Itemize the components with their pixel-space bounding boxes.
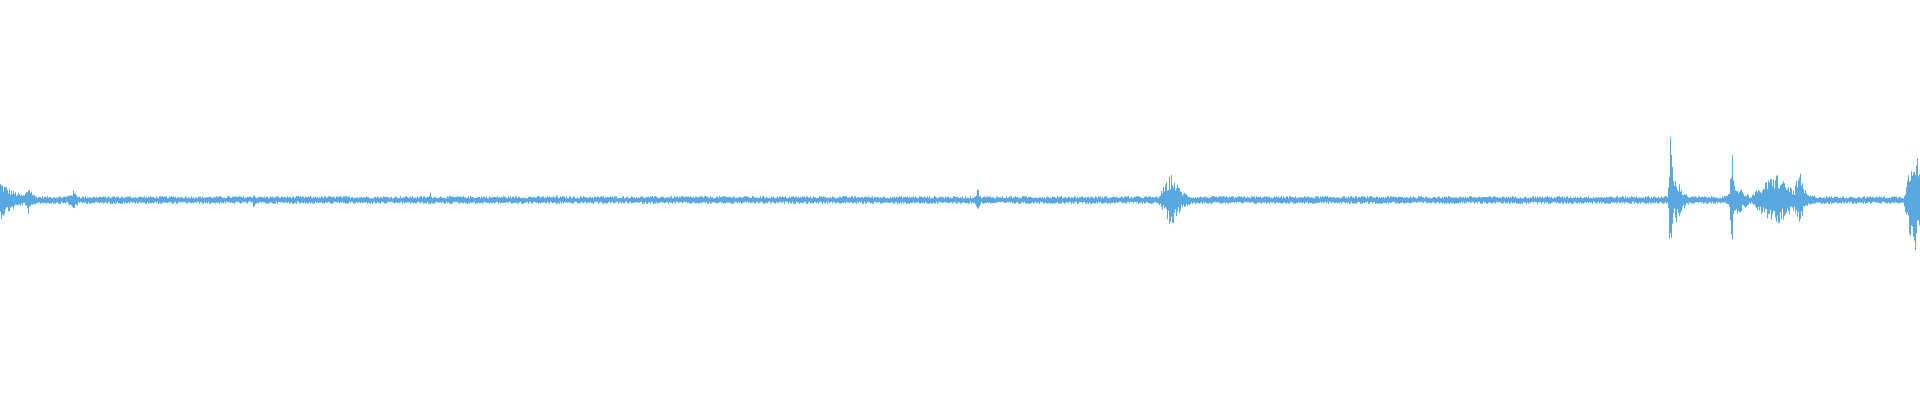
waveform-samples [0,137,1920,251]
waveform-trace [0,137,1920,251]
